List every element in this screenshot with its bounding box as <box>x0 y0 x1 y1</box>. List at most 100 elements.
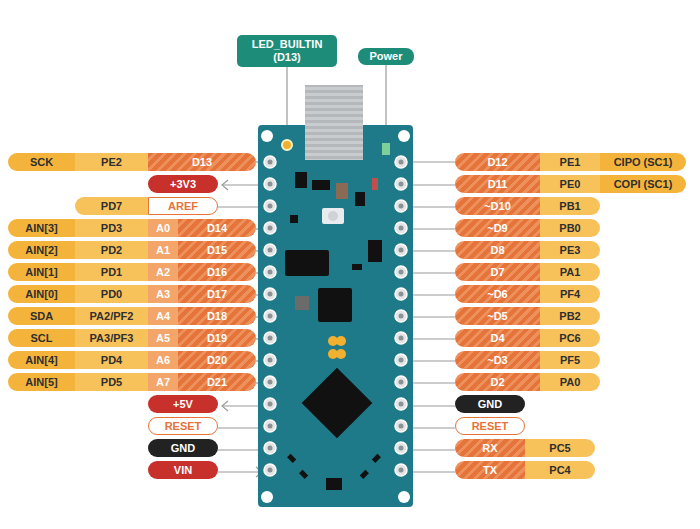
pin-label: PD1 <box>75 263 148 281</box>
pin-hole <box>399 402 404 407</box>
pin-hole <box>399 248 404 253</box>
label-text: GND <box>478 398 502 411</box>
header-pin <box>264 288 276 300</box>
pin-label: D19 <box>178 329 256 347</box>
pin-hole <box>268 468 273 473</box>
label-text: PE0 <box>560 178 581 191</box>
pin-label: D8 <box>455 241 540 259</box>
label-text: D21 <box>207 376 227 389</box>
usb-connector <box>305 85 363 160</box>
pin-label: D2 <box>455 373 540 391</box>
label-text: PD5 <box>101 376 122 389</box>
header-pin <box>395 266 407 278</box>
pin-hole <box>399 380 404 385</box>
label-text: A4 <box>156 310 170 323</box>
label-text: A1 <box>156 244 170 257</box>
pin-hole <box>268 314 273 319</box>
pin-label: GND <box>148 439 218 457</box>
label-text: PA3/PF3 <box>90 332 134 345</box>
pin-label: AIN[3] <box>8 219 75 237</box>
label-text: D7 <box>490 266 504 279</box>
header-pin <box>264 310 276 322</box>
label-text: RESET <box>472 420 509 433</box>
label-text: A7 <box>156 376 170 389</box>
pin-label: PE1 <box>540 153 600 171</box>
header-pin <box>395 354 407 366</box>
header-pin <box>395 244 407 256</box>
pin-hole <box>268 204 273 209</box>
header-pin <box>264 332 276 344</box>
pin-label: A5 <box>148 329 178 347</box>
label-text: D15 <box>207 244 227 257</box>
header-pin <box>395 442 407 454</box>
reset-button <box>322 208 344 224</box>
pin-hole <box>399 182 404 187</box>
pin-label: D7 <box>455 263 540 281</box>
pin-label: PA0 <box>540 373 600 391</box>
label-text: PD2 <box>101 244 122 257</box>
header-pin <box>264 156 276 168</box>
label-text: SCL <box>31 332 53 345</box>
header-pin <box>264 222 276 234</box>
label-text: CIPO (SC1) <box>614 156 673 169</box>
pin-label: A4 <box>148 307 178 325</box>
pin-label: AIN[2] <box>8 241 75 259</box>
label-text: ~D6 <box>487 288 508 301</box>
label-text: SCK <box>30 156 53 169</box>
header-pin <box>395 178 407 190</box>
pin-label: ~D5 <box>455 307 540 325</box>
label-text: PD0 <box>101 288 122 301</box>
pin-hole <box>399 358 404 363</box>
label-text: +3V3 <box>170 178 196 191</box>
microcontroller <box>302 368 373 439</box>
header-pin <box>264 420 276 432</box>
pin-label: A7 <box>148 373 178 391</box>
pin-label: PB2 <box>540 307 600 325</box>
header-pin <box>264 376 276 388</box>
pin-hole <box>399 226 404 231</box>
pin-label: RX <box>455 439 525 457</box>
label-text: PC5 <box>549 442 570 455</box>
pin-hole <box>268 380 273 385</box>
power-led <box>382 143 390 155</box>
label-text: D17 <box>207 288 227 301</box>
pin-label: PF4 <box>540 285 600 303</box>
pin-label: A0 <box>148 219 178 237</box>
label-text: PF4 <box>560 288 580 301</box>
pin-label: D20 <box>178 351 256 369</box>
pin-label: A2 <box>148 263 178 281</box>
label-text: AREF <box>168 200 198 213</box>
header-pin <box>264 398 276 410</box>
pin-label: PB0 <box>540 219 600 237</box>
pin-label: SCL <box>8 329 75 347</box>
header-pin <box>264 354 276 366</box>
header-pin <box>264 464 276 476</box>
label-text: Power <box>369 50 402 63</box>
pin-hole <box>268 336 273 341</box>
pin-label: CIPO (SC1) <box>600 153 686 171</box>
label-text: RESET <box>165 420 202 433</box>
pin-label: GND <box>455 395 525 413</box>
pin-hole <box>399 314 404 319</box>
pin-hole <box>399 204 404 209</box>
pin-label: D21 <box>178 373 256 391</box>
header-pin <box>264 244 276 256</box>
components <box>285 172 382 490</box>
header-pin <box>395 222 407 234</box>
header-pin <box>264 266 276 278</box>
label-text: D20 <box>207 354 227 367</box>
pin-label: PA2/PF2 <box>75 307 148 325</box>
pin-label: PC6 <box>540 329 600 347</box>
pin-label: SCK <box>8 153 75 171</box>
label-text: PA0 <box>560 376 581 389</box>
label-text: D16 <box>207 266 227 279</box>
pin-label: PD5 <box>75 373 148 391</box>
label-text: PE1 <box>560 156 581 169</box>
pin-hole <box>268 292 273 297</box>
pin-hole <box>268 402 273 407</box>
pin-hole <box>399 292 404 297</box>
pin-hole <box>268 424 273 429</box>
pin-label: +3V3 <box>148 175 218 193</box>
label-text: A5 <box>156 332 170 345</box>
